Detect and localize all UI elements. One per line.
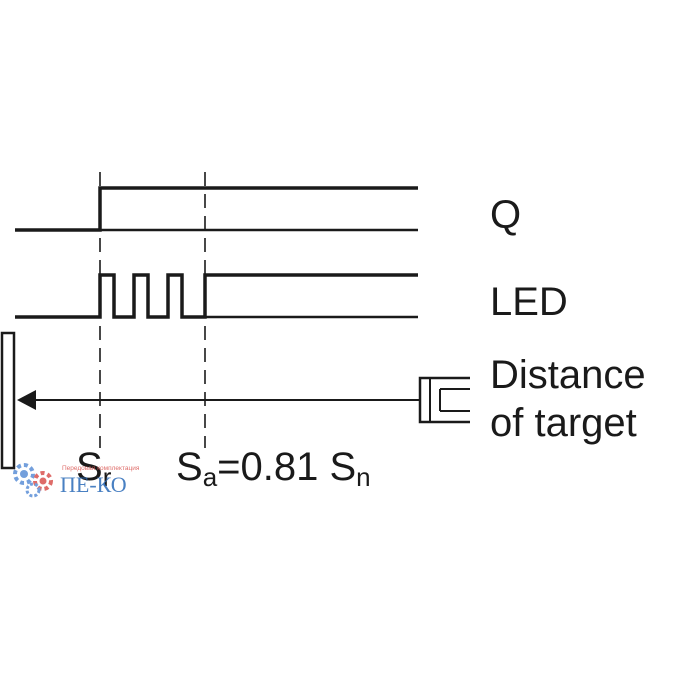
distance-arrowhead [17,390,36,410]
led-signal [15,273,418,319]
gear-icon [13,463,53,498]
sr-sub: r [103,462,112,492]
q-waveform [15,186,418,232]
q-signal [15,186,418,232]
watermark-logo: Передовая комплектация ПЕ-КО [13,463,140,498]
sensor-face [0,331,16,470]
sn-sub: n [356,462,370,492]
sa-sub: a [203,462,218,492]
sr-label: Sr [76,445,112,492]
sa-expr: =0.81 S [217,445,356,489]
distance-label-line2: of target [490,401,637,445]
sa-main: S [176,445,203,489]
q-label: Q [490,193,521,237]
led-label: LED [490,280,568,324]
watermark-logo-text: ПЕ-КО [60,472,127,497]
sa-label: Sa=0.81 Sn [176,445,371,492]
led-waveform [15,273,418,319]
watermark-tagline: Передовая комплектация [62,465,140,472]
sr-main: S [76,445,103,489]
distance-arrow [17,390,420,410]
distance-label-line1: Distance [490,353,646,397]
target-object [418,376,470,424]
